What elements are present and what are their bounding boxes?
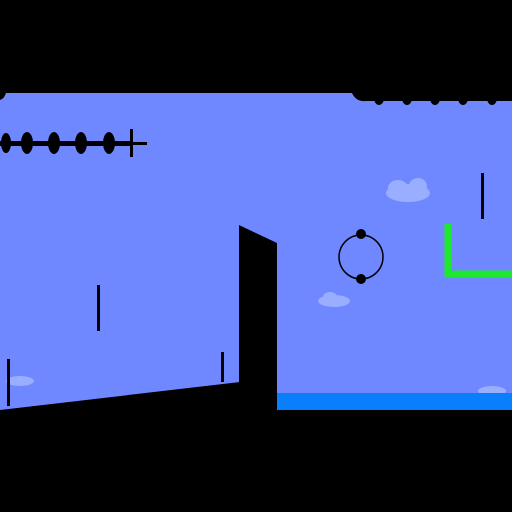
floor [240, 410, 512, 512]
water-pool [277, 393, 512, 410]
ramp-platform [0, 382, 240, 512]
cloud [6, 376, 34, 386]
stick-post [97, 285, 100, 331]
spiked-chain-left [0, 129, 147, 157]
stick-post [481, 173, 484, 219]
stick-post [7, 359, 10, 406]
cloud [386, 178, 430, 202]
cloud [318, 292, 350, 307]
ceiling [0, 0, 512, 93]
rotating-ring-hazard[interactable] [338, 229, 384, 284]
goal-cup[interactable] [444, 224, 512, 278]
stick-post [221, 352, 224, 382]
spiked-chain-ceiling-right [352, 91, 512, 105]
ceiling-nub-left [0, 93, 6, 100]
